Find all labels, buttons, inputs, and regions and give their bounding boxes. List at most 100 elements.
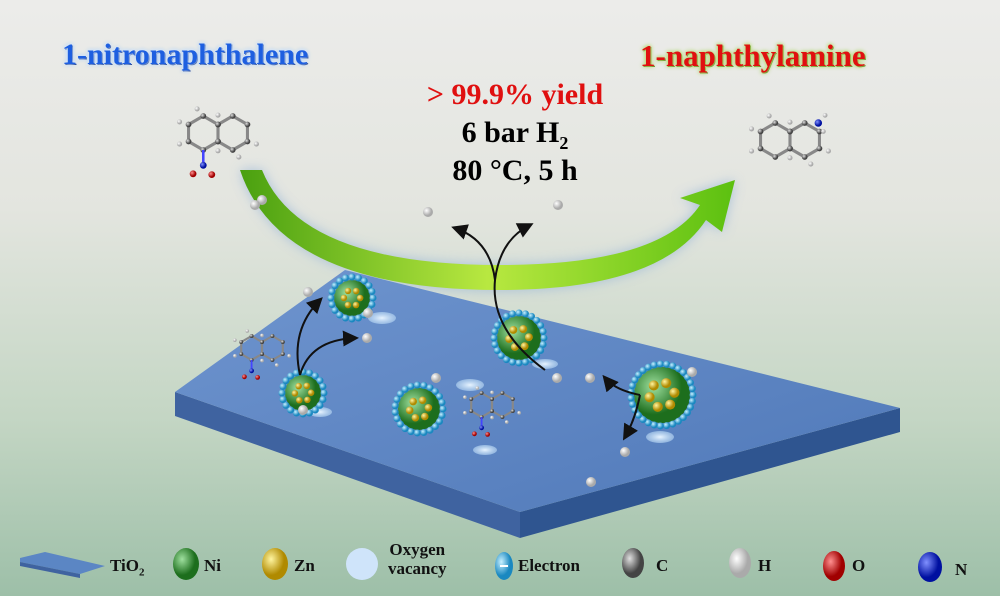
legend-vacancy-line1: Oxygen — [389, 540, 446, 559]
electron — [426, 384, 434, 392]
electron — [439, 405, 447, 413]
zn-atom — [409, 397, 417, 406]
electron — [631, 376, 639, 384]
hydrogen-atom — [423, 207, 433, 217]
hydrogen-atom — [586, 477, 596, 487]
electron — [413, 381, 421, 389]
electron — [539, 328, 547, 336]
legend-tio2-text: TiO — [110, 556, 139, 575]
electron — [650, 361, 658, 369]
hydrogen-atom — [585, 373, 595, 383]
electron — [521, 310, 529, 318]
electron — [540, 334, 548, 342]
reaction-arrow — [240, 170, 735, 290]
electron — [331, 282, 339, 290]
zn-atom — [356, 294, 364, 302]
electron — [360, 277, 368, 285]
naphthylamine-molecule — [749, 112, 831, 167]
electron — [634, 411, 642, 419]
electron — [628, 400, 636, 408]
electron — [634, 371, 642, 379]
zn-atom — [661, 378, 672, 389]
electron — [674, 365, 682, 373]
electron — [674, 417, 682, 425]
zn-atom — [344, 301, 352, 309]
electron — [503, 356, 510, 364]
electron — [509, 310, 517, 318]
electron — [328, 288, 336, 296]
electron — [320, 389, 328, 397]
electron — [650, 421, 658, 429]
electron — [305, 369, 313, 377]
reactant-label: 1-nitronaphthalene — [62, 38, 309, 71]
legend-vacancy-swatch — [346, 548, 378, 580]
electron — [342, 314, 350, 322]
electron — [493, 347, 501, 354]
zn-atom — [519, 325, 528, 333]
zn-atom — [509, 325, 518, 334]
nanoparticle — [391, 381, 447, 437]
electron — [420, 428, 428, 436]
nitronaphthalene-molecule — [177, 106, 259, 179]
legend-ni-label: Ni — [204, 556, 221, 575]
electron — [639, 366, 647, 374]
legend-c-label: C — [656, 556, 669, 575]
electron — [287, 406, 295, 414]
hydrogen-atom — [552, 373, 562, 383]
legend-vacancy-line2: vacancy — [388, 559, 447, 578]
electron — [537, 347, 545, 354]
electron — [493, 322, 501, 329]
electron — [287, 372, 295, 380]
electron — [369, 294, 377, 302]
adsorbed-nitronaphthalene — [233, 329, 291, 380]
electron — [438, 411, 446, 419]
hydrogen-atom — [431, 373, 441, 383]
zn-atom — [304, 396, 311, 404]
electron — [627, 394, 635, 402]
zn-atom — [352, 301, 360, 309]
legend-h-swatch — [729, 548, 751, 578]
zn-atom — [418, 396, 427, 405]
electron — [348, 273, 356, 281]
electron — [436, 417, 444, 425]
electron — [336, 311, 344, 319]
zn-atom — [303, 382, 311, 390]
adsorbed-nitronaphthalene — [463, 386, 521, 437]
legend-c-swatch — [622, 548, 644, 578]
electron — [331, 306, 339, 314]
electron — [656, 422, 664, 430]
zn-atom — [352, 287, 360, 295]
legend-zn-label: Zn — [294, 556, 315, 575]
zn-atom — [420, 412, 429, 421]
zn-atom — [296, 396, 303, 404]
electron — [328, 300, 336, 308]
electron — [683, 409, 691, 417]
electron — [688, 397, 696, 405]
legend-o-label: O — [852, 556, 866, 575]
electron — [539, 340, 547, 348]
electron — [533, 352, 541, 360]
electron — [407, 428, 415, 436]
legend-zn-swatch — [262, 548, 288, 580]
electron — [393, 415, 401, 423]
zn-atom — [424, 403, 433, 412]
zn-atom — [307, 389, 315, 396]
electron — [688, 385, 696, 393]
tio2-support — [175, 270, 900, 538]
electron — [689, 391, 697, 399]
electron — [316, 377, 324, 385]
electron — [663, 360, 671, 368]
zn-atom — [669, 387, 680, 398]
electron — [348, 315, 356, 323]
electron — [515, 309, 523, 317]
electron — [282, 401, 290, 409]
electron — [396, 420, 404, 428]
electron — [278, 389, 286, 397]
electron — [490, 334, 498, 342]
nanoparticle — [627, 360, 697, 430]
zn-atom — [340, 294, 348, 302]
electron — [679, 369, 687, 377]
legend-n-swatch — [918, 552, 942, 582]
electron — [401, 385, 409, 393]
nanoparticle — [278, 368, 328, 418]
